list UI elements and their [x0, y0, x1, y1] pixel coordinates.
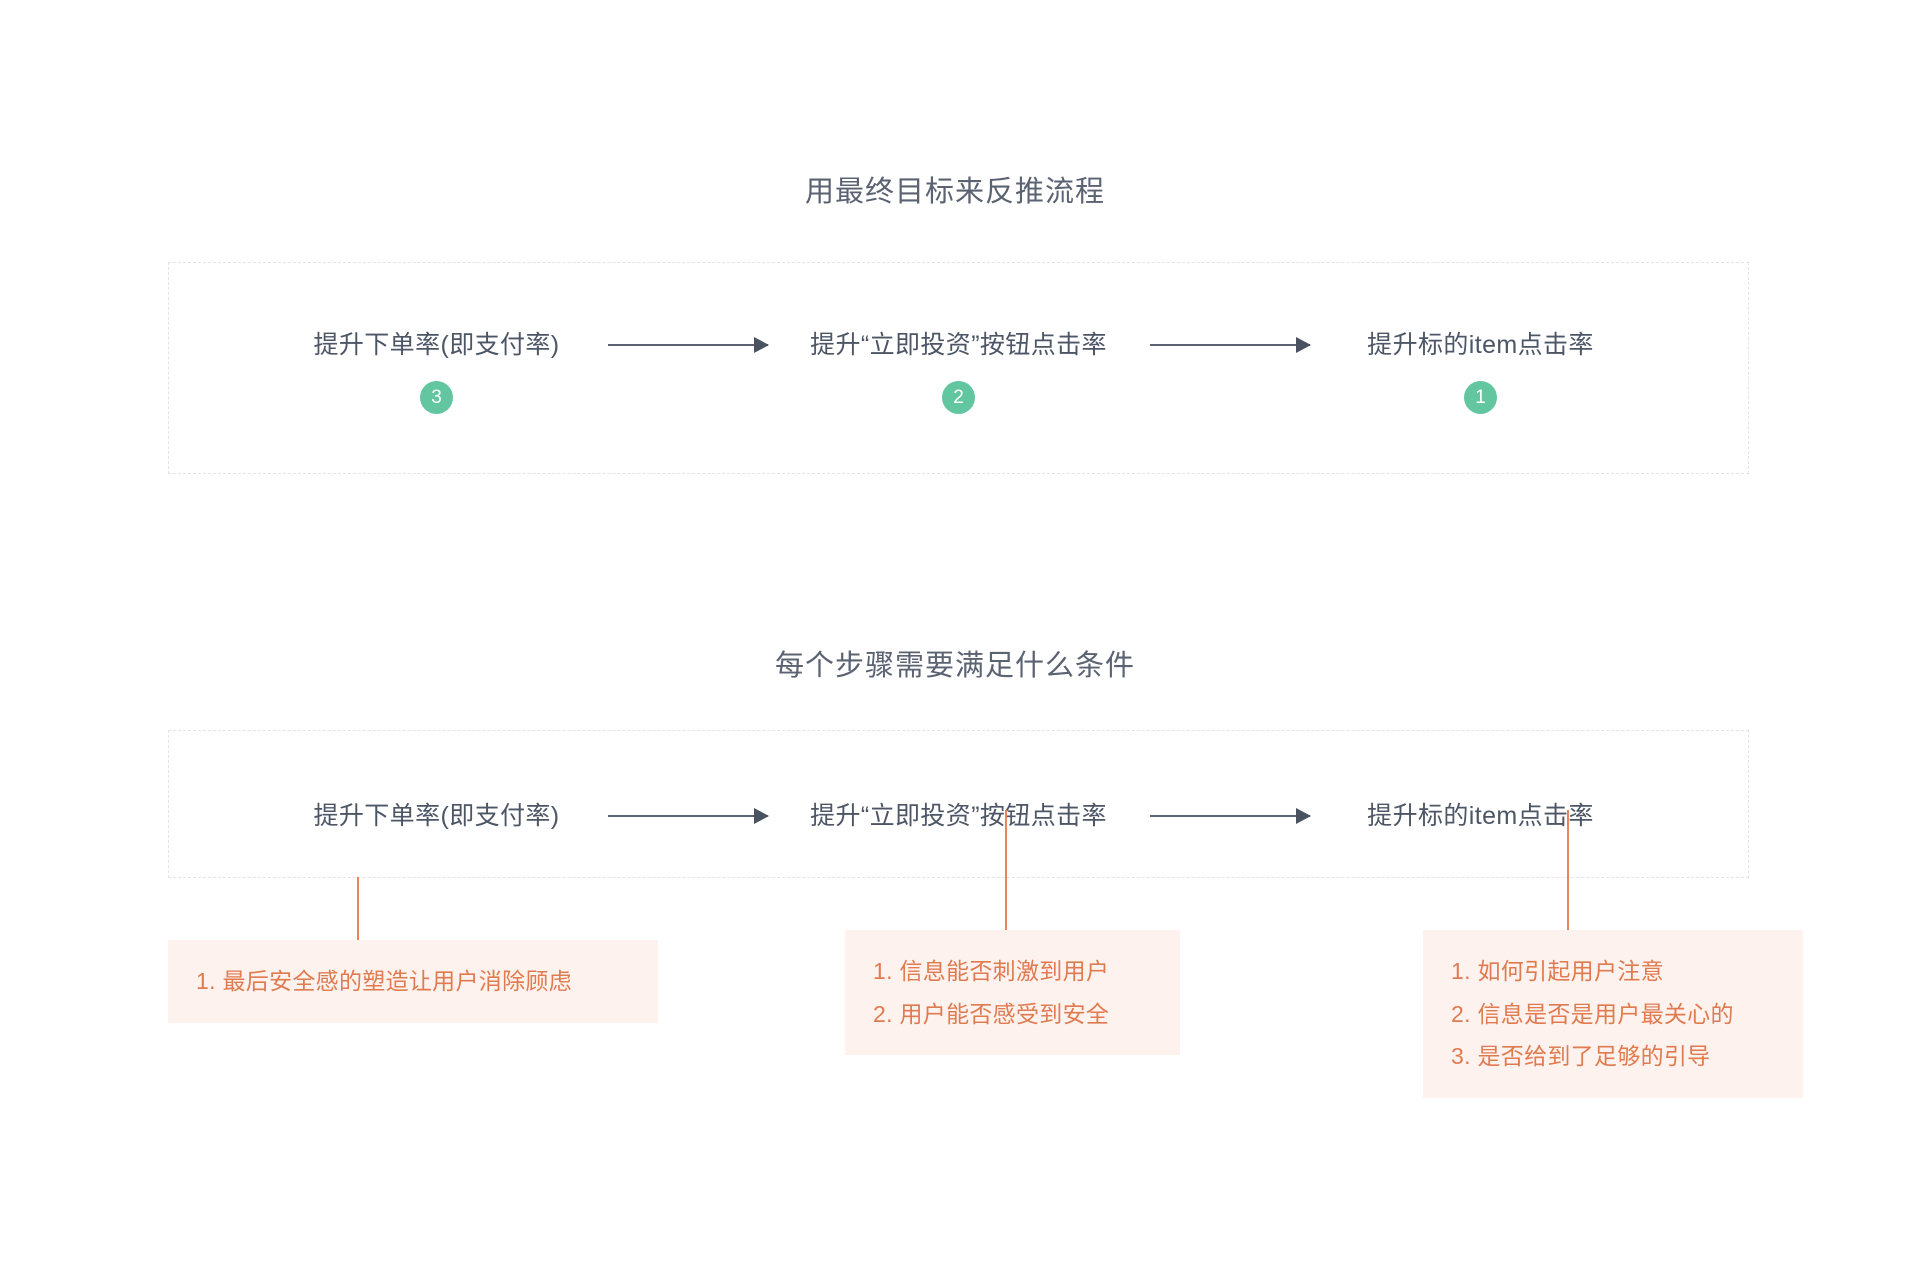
- badge-slot-step-2: 2: [774, 380, 1144, 414]
- step-badge-row: 3 2 1: [168, 380, 1749, 414]
- badge-slot-step-3: 3: [272, 380, 602, 414]
- flow-arrow-right-icon: [607, 815, 768, 817]
- note-box-invest-button: 1. 信息能否刺激到用户 2. 用户能否感受到安全: [845, 930, 1180, 1056]
- step-badge-3: 3: [420, 380, 453, 414]
- note-line: 1. 如何引起用户注意: [1451, 958, 1664, 984]
- flow-node-payment-rate: 提升下单率(即支付率): [313, 330, 560, 359]
- step-badge-2: 2: [942, 380, 975, 414]
- flow-container-secondary: [168, 730, 1749, 878]
- flow-node-item-ctr: 提升标的item点击率: [1367, 801, 1594, 830]
- flow-row-primary: 提升下单率(即支付率) 提升“立即投资”按钮点击率 提升标的item点击率: [168, 323, 1749, 367]
- flow-node-invest-button-ctr: 提升“立即投资”按钮点击率: [810, 801, 1107, 830]
- note-line: 1. 信息能否刺激到用户: [873, 958, 1110, 984]
- note-box-payment-rate: 1. 最后安全感的塑造让用户消除顾虑: [168, 940, 658, 1023]
- flow-arrow-right-icon: [1149, 344, 1310, 346]
- flow-node-payment-rate: 提升下单率(即支付率): [313, 801, 560, 830]
- section-title-step-conditions: 每个步骤需要满足什么条件: [774, 650, 1135, 682]
- note-line: 2. 信息是否是用户最关心的: [1451, 1000, 1734, 1027]
- note-connector-line-2: [1005, 810, 1007, 947]
- flow-arrow-right-icon: [1149, 815, 1310, 817]
- flow-arrow-right-icon: [607, 344, 768, 346]
- flow-node-invest-button-ctr: 提升“立即投资”按钮点击率: [810, 330, 1107, 359]
- step-badge-1: 1: [1464, 380, 1497, 414]
- note-box-item-ctr: 1. 如何引起用户注意 2. 信息是否是用户最关心的 3. 是否给到了足够的引导: [1423, 930, 1803, 1098]
- note-line: 3. 是否给到了足够的引导: [1451, 1043, 1711, 1070]
- flow-node-item-ctr: 提升标的item点击率: [1367, 330, 1594, 359]
- note-connector-line-3: [1567, 810, 1569, 947]
- section-title-goal-backtrack: 用最终目标来反推流程: [804, 176, 1105, 208]
- note-connector-line-1: [357, 877, 359, 947]
- note-line: 1. 最后安全感的塑造让用户消除顾虑: [196, 968, 572, 994]
- flow-row-secondary: 提升下单率(即支付率) 提升“立即投资”按钮点击率 提升标的item点击率: [168, 794, 1749, 838]
- flow-container-primary: [168, 262, 1749, 474]
- badge-slot-step-1: 1: [1316, 380, 1646, 414]
- note-line: 2. 用户能否感受到安全: [873, 1000, 1110, 1027]
